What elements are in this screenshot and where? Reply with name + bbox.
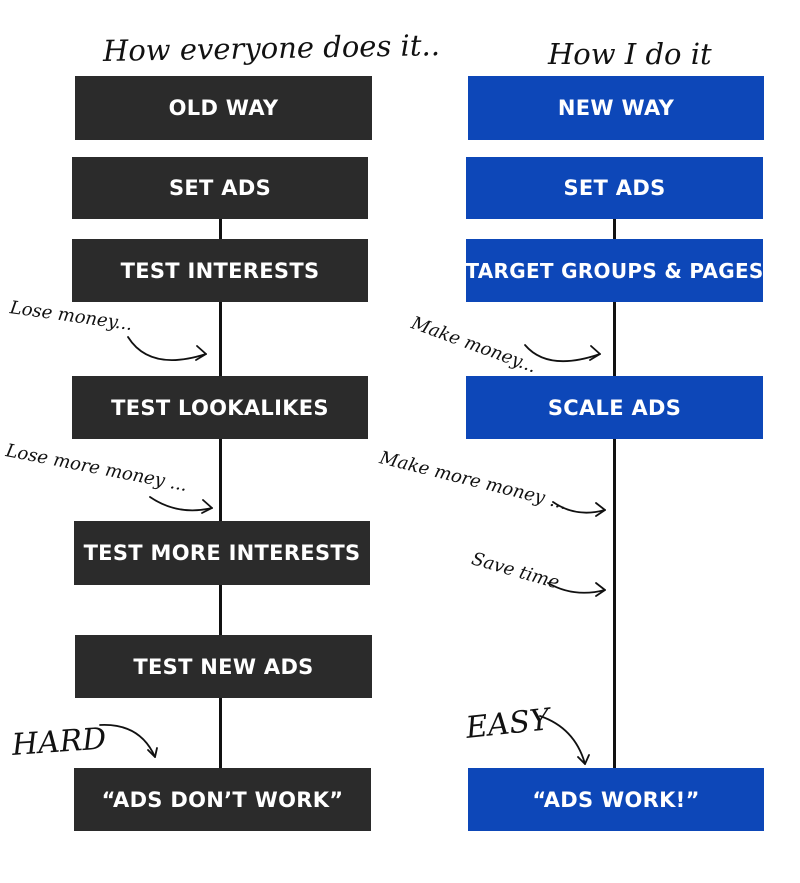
right-arrow-make-more-money (552, 501, 606, 517)
right-step-ads-work: “ADS WORK!” (468, 768, 764, 831)
right-connector-line (613, 218, 616, 770)
left-arrow-lose-money (127, 336, 207, 361)
left-step-old-way: OLD WAY (75, 76, 372, 140)
left-step-set-ads: SET ADS (72, 157, 368, 219)
right-step-new-way: NEW WAY (468, 76, 764, 140)
left-step-test-more-interests: TEST MORE INTERESTS (74, 521, 370, 585)
right-arrow-save-time (547, 582, 606, 597)
left-arrow-hard (99, 724, 158, 758)
right-heading: How I do it (548, 37, 712, 71)
right-step-target-groups-pages: TARGET GROUPS & PAGES (465, 239, 763, 302)
left-step-test-new-ads: TEST NEW ADS (75, 635, 372, 698)
right-step-set-ads: SET ADS (466, 157, 763, 219)
left-step-test-interests: TEST INTERESTS (72, 239, 368, 302)
right-arrow-make-money (524, 344, 601, 363)
left-step-test-lookalikes: TEST LOOKALIKES (72, 376, 368, 439)
right-step-scale-ads: SCALE ADS (466, 376, 763, 439)
left-connector-line (219, 218, 222, 770)
left-step-ads-dont-work: “ADS DON’T WORK” (74, 768, 371, 831)
left-arrow-lose-more-money (149, 496, 213, 514)
right-arrow-easy (539, 715, 590, 765)
